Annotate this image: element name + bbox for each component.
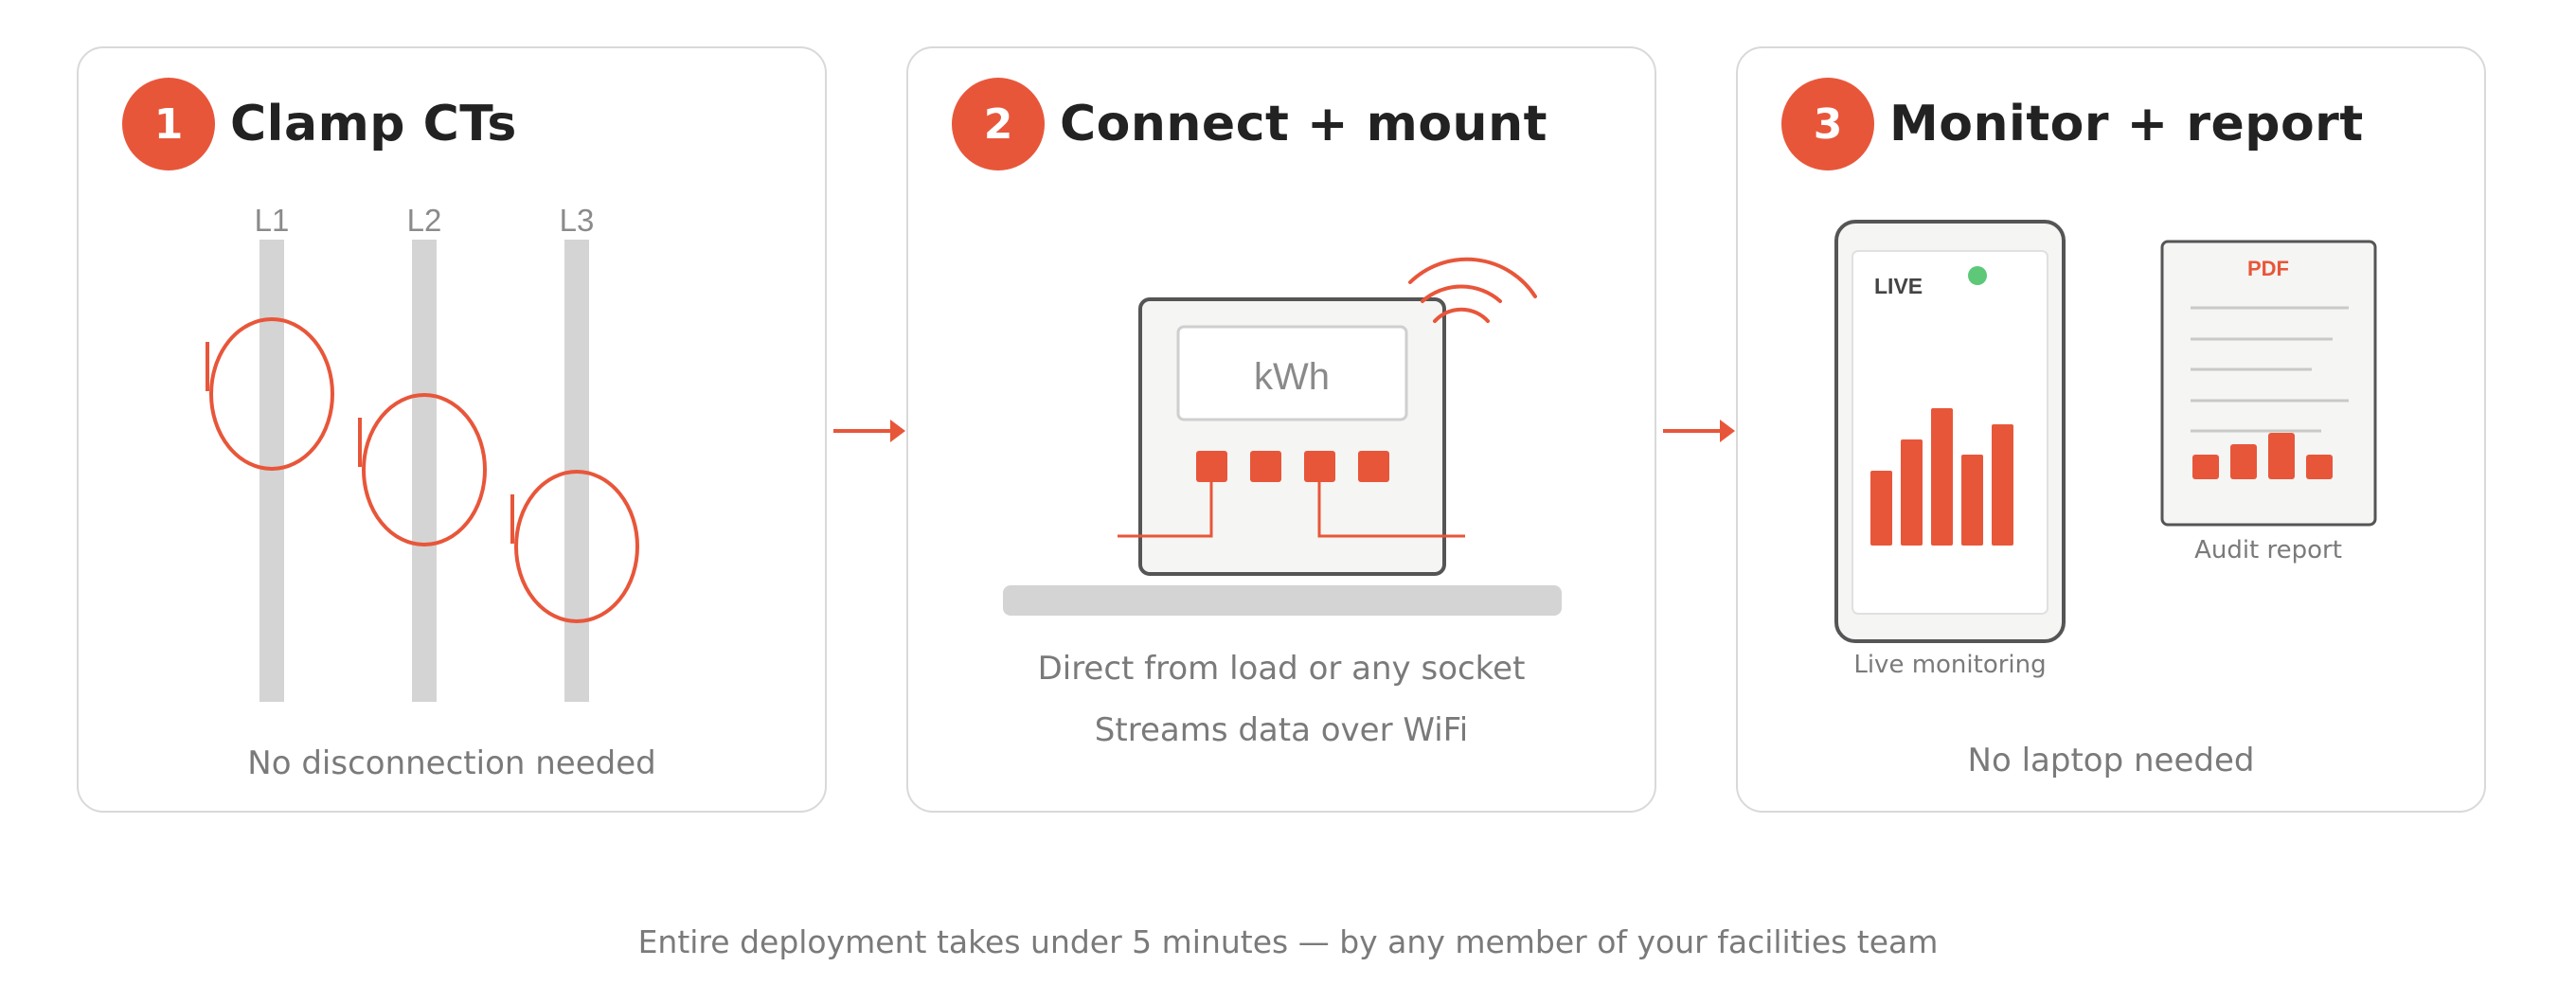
step-3-caption: No laptop needed — [1967, 742, 2255, 779]
step-1-header: 1 Clamp CTs — [122, 78, 517, 170]
step-2-caption-line-1: Direct from load or any socket — [1037, 650, 1526, 688]
monitoring-illustration: LIVE PDF — [1834, 220, 2377, 643]
phase-label-l1: L1 — [255, 203, 290, 238]
meter-terminal — [1304, 451, 1335, 482]
report-chart-bar — [2192, 455, 2219, 479]
meter-terminal — [1250, 451, 1281, 482]
pdf-document-icon: PDF — [2160, 240, 2377, 527]
meter-terminal — [1196, 451, 1227, 482]
step-3-panel: 3 Monitor + report LIVE PDF — [1736, 46, 2486, 813]
phase-label-l2: L2 — [407, 203, 442, 238]
step-1-caption: No disconnection needed — [247, 744, 656, 782]
meter-terminal — [1358, 451, 1389, 482]
phone-chart-bar — [1961, 455, 1983, 546]
live-status-dot — [1968, 266, 1987, 285]
ct-clamp-icon — [206, 317, 334, 471]
load-wire — [1317, 482, 1465, 538]
step-1-title: Clamp CTs — [230, 96, 517, 152]
report-caption: Audit report — [2194, 536, 2342, 564]
ct-clamp-icon — [358, 393, 487, 546]
ct-clamp-icon — [510, 470, 639, 623]
step-2-panel: 2 Connect + mount kWh Direct from load o… — [906, 46, 1656, 813]
phase-label-l3: L3 — [560, 203, 595, 238]
meter-illustration: kWh — [1003, 257, 1562, 616]
report-chart-bar — [2306, 455, 2333, 479]
footer-note: Entire deployment takes under 5 minutes … — [637, 923, 1939, 960]
mounting-rail — [1003, 585, 1562, 616]
load-wire — [1118, 482, 1213, 538]
step-3-number: 3 — [1781, 78, 1874, 170]
step-2-header: 2 Connect + mount — [952, 78, 1547, 170]
phone-chart-bar — [1931, 408, 1953, 546]
phone-chart-bar — [1992, 424, 2013, 546]
step-2-caption-line-2: Streams data over WiFi — [1094, 711, 1469, 749]
phone-chart-bar — [1870, 471, 1892, 546]
pdf-badge: PDF — [2247, 257, 2289, 280]
step-1-panel: 1 Clamp CTs L1 L2 L3 No disconnection ne… — [77, 46, 827, 813]
arrow-right-icon — [833, 420, 905, 442]
arrow-right-icon — [1663, 420, 1735, 442]
energy-meter-icon: kWh — [1138, 297, 1446, 576]
step-1-number: 1 — [122, 78, 215, 170]
phone-chart-bar — [1901, 439, 1923, 546]
step-3-title: Monitor + report — [1889, 96, 2364, 152]
step-3-header: 3 Monitor + report — [1781, 78, 2364, 170]
meter-display-unit: kWh — [1254, 356, 1330, 398]
report-chart-bar — [2230, 444, 2257, 479]
ct-clamp-illustration: L1 L2 L3 — [206, 203, 639, 702]
report-chart-bar — [2268, 433, 2295, 479]
step-2-title: Connect + mount — [1060, 96, 1547, 152]
meter-display — [1176, 325, 1408, 421]
phone-live-badge: LIVE — [1874, 274, 1923, 298]
phone-icon: LIVE — [1834, 220, 2066, 643]
bus-bar-l2 — [412, 240, 437, 702]
phone-caption: Live monitoring — [1853, 651, 2047, 679]
wifi-icon — [1408, 257, 1537, 323]
step-2-number: 2 — [952, 78, 1045, 170]
